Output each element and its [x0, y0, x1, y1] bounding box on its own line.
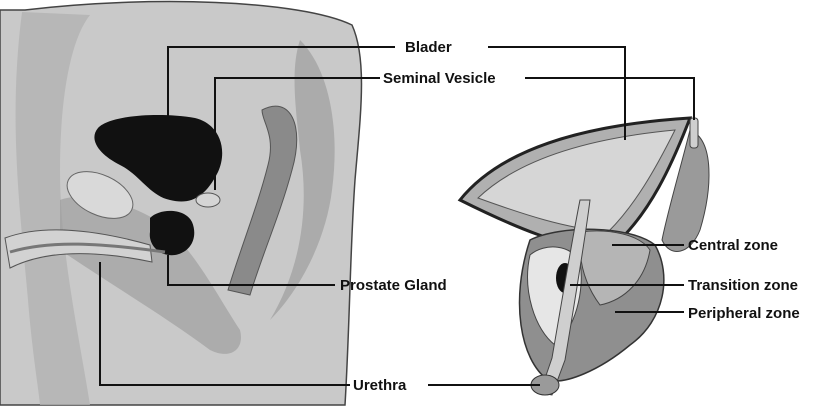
- label-transition-zone: Transition zone: [688, 277, 798, 294]
- label-peripheral-zone: Peripheral zone: [688, 305, 800, 322]
- leader-bladder-right: [488, 47, 625, 140]
- label-seminal-vesicle: Seminal Vesicle: [383, 70, 496, 87]
- leader-seminal-vesicle-right: [525, 78, 694, 120]
- label-central-zone: Central zone: [688, 237, 778, 254]
- label-urethra: Urethra: [353, 377, 407, 394]
- prostate-zones-view: [428, 47, 709, 395]
- pelvis-sagittal-view: [0, 2, 395, 405]
- seminal-vesicle-shape: [196, 193, 220, 207]
- label-prostate-gland: Prostate Gland: [340, 277, 447, 294]
- vas-deferens: [690, 118, 698, 148]
- label-bladder: Blader: [405, 39, 452, 56]
- prostate-shape: [150, 211, 194, 255]
